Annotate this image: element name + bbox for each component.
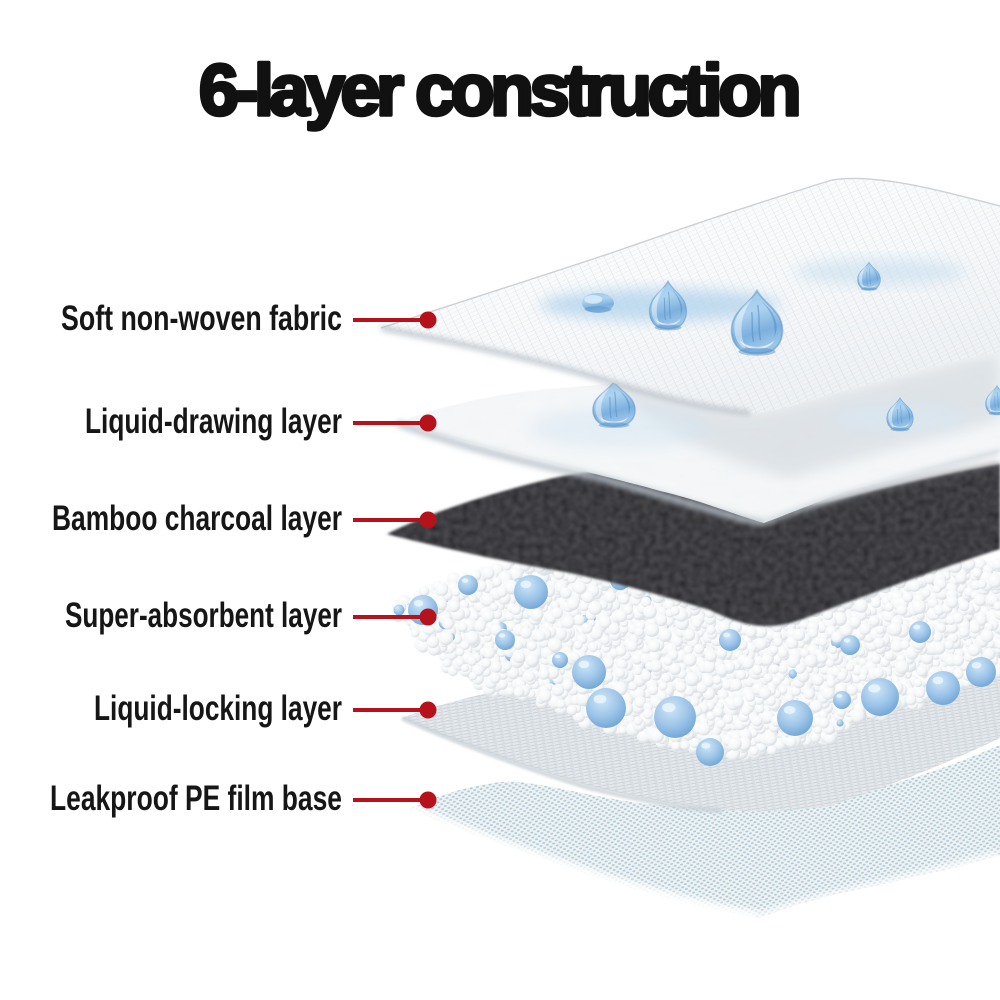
svg-text:Soft non-woven fabric: Soft non-woven fabric [61,299,342,338]
svg-text:Liquid-locking layer: Liquid-locking layer [94,689,342,728]
svg-text:Liquid-drawing layer: Liquid-drawing layer [85,402,342,441]
svg-text:Leakproof PE film base: Leakproof PE film base [50,779,342,818]
svg-text:Bamboo charcoal layer: Bamboo charcoal layer [52,499,342,538]
svg-text:6-layer construction: 6-layer construction [199,51,798,131]
svg-text:Super-absorbent layer: Super-absorbent layer [65,596,342,635]
